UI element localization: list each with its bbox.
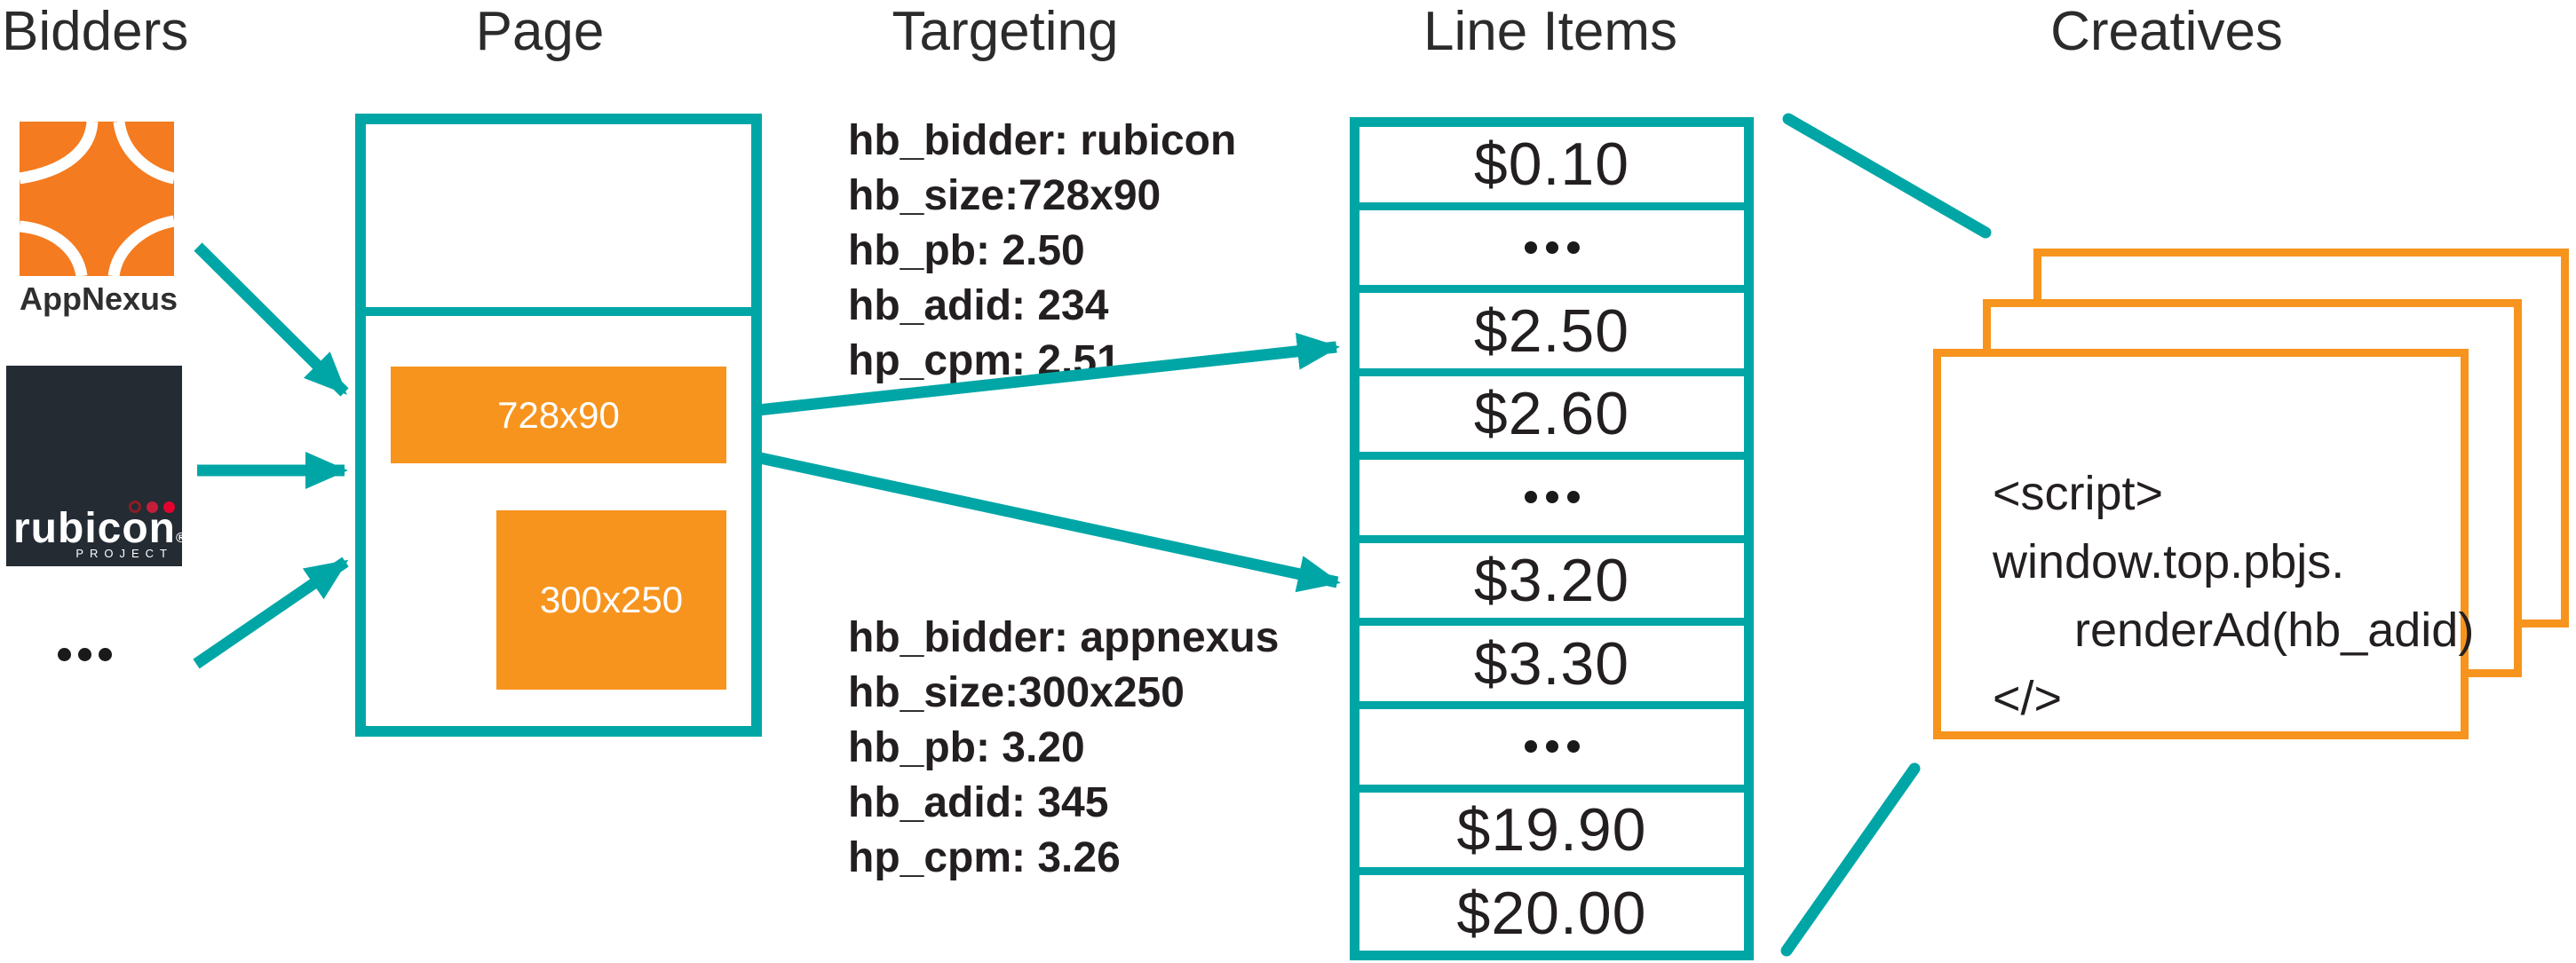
rubicon-wordmark: rubicon® [13, 505, 187, 552]
header-targeting: Targeting [892, 1, 1119, 62]
page-header-divider [364, 307, 753, 316]
line-item-row [1359, 709, 1744, 793]
more-bidders-ellipsis-icon [58, 648, 112, 661]
appnexus-logo-icon [20, 122, 174, 276]
creative-code-line: <script> [1993, 467, 2164, 520]
targeting-line: hb_size:300x250 [848, 669, 1185, 716]
creative-code-line: renderAd(hb_adid) [2074, 604, 2475, 657]
line-items-table: $0.10 $2.50 $2.60 $3.20 $3.30 [1350, 117, 1754, 960]
line-table-to-creatives-bottom [1780, 762, 1921, 957]
targeting-line: hb_pb: 2.50 [848, 227, 1085, 274]
line-item-row: $19.90 [1359, 793, 1744, 876]
line-item-price: $3.30 [1473, 629, 1630, 698]
targeting-block-rubicon: hb_bidder: rubicon hb_size:728x90 hb_pb: 2… [848, 114, 1236, 389]
rubicon-project-label: PROJECT [75, 547, 173, 560]
arrow-page-to-line-item-320 [758, 452, 1341, 593]
rubicon-dots-icon [129, 501, 175, 513]
line-item-row [1359, 460, 1744, 543]
creative-code-block: <script> window.top.pbjs. renderAd(hb_adid… [1993, 412, 2474, 733]
creative-card-front: <script> window.top.pbjs. renderAd(hb_adid… [1933, 349, 2474, 739]
targeting-line: hp_cpm: 3.26 [848, 834, 1121, 881]
line-item-price: $3.20 [1473, 546, 1630, 614]
line-item-price: $0.10 [1473, 130, 1630, 199]
arrow-appnexus-to-page [194, 242, 349, 397]
ad-slot-300x250: 300x250 [496, 510, 726, 690]
ad-slot-728x90: 728x90 [391, 367, 726, 463]
ellipsis-icon [1524, 740, 1580, 754]
targeting-block-appnexus: hb_bidder: appnexus hb_size:300x250 hb_pb:… [848, 611, 1279, 886]
ellipsis-icon [1524, 491, 1580, 504]
line-item-row: $3.30 [1359, 626, 1744, 709]
ad-slot-728x90-label: 728x90 [497, 393, 620, 436]
ellipsis-icon [1524, 241, 1580, 255]
page-box: 728x90 300x250 [355, 114, 762, 737]
ad-slot-300x250-label: 300x250 [539, 579, 684, 620]
header-page: Page [475, 1, 605, 62]
rubicon-logo: rubicon® PROJECT [6, 366, 186, 566]
registered-mark: ® [176, 531, 187, 546]
targeting-line: hb_adid: 345 [848, 779, 1109, 826]
line-item-price: $20.00 [1456, 879, 1647, 947]
line-item-row: $0.10 [1359, 127, 1744, 210]
line-item-price: $19.90 [1456, 795, 1647, 864]
line-item-row: $2.60 [1359, 376, 1744, 460]
targeting-line: hb_size:728x90 [848, 172, 1161, 219]
line-item-price: $2.60 [1473, 380, 1630, 448]
header-bidders: Bidders [2, 1, 189, 62]
line-table-to-creatives-top [1782, 113, 1992, 239]
targeting-line: hp_cpm: 2.51 [848, 337, 1121, 384]
targeting-line: hb_pb: 3.20 [848, 724, 1085, 771]
creative-code-line: </> [1993, 672, 2063, 725]
header-line-items: Line Items [1423, 1, 1678, 62]
line-item-row: $20.00 [1359, 875, 1744, 951]
targeting-line: hb_bidder: appnexus [848, 614, 1280, 661]
header-creatives: Creatives [2050, 1, 2283, 62]
appnexus-label: AppNexus [20, 280, 178, 317]
line-item-row [1359, 210, 1744, 294]
line-item-row: $3.20 [1359, 543, 1744, 627]
arrow-dots-to-page [193, 556, 349, 669]
targeting-line: hb_adid: 234 [848, 282, 1109, 329]
targeting-line: hb_bidder: rubicon [848, 117, 1237, 164]
creative-code-line: window.top.pbjs. [1993, 535, 2345, 588]
line-item-row: $2.50 [1359, 293, 1744, 377]
line-item-price: $2.50 [1473, 296, 1630, 365]
